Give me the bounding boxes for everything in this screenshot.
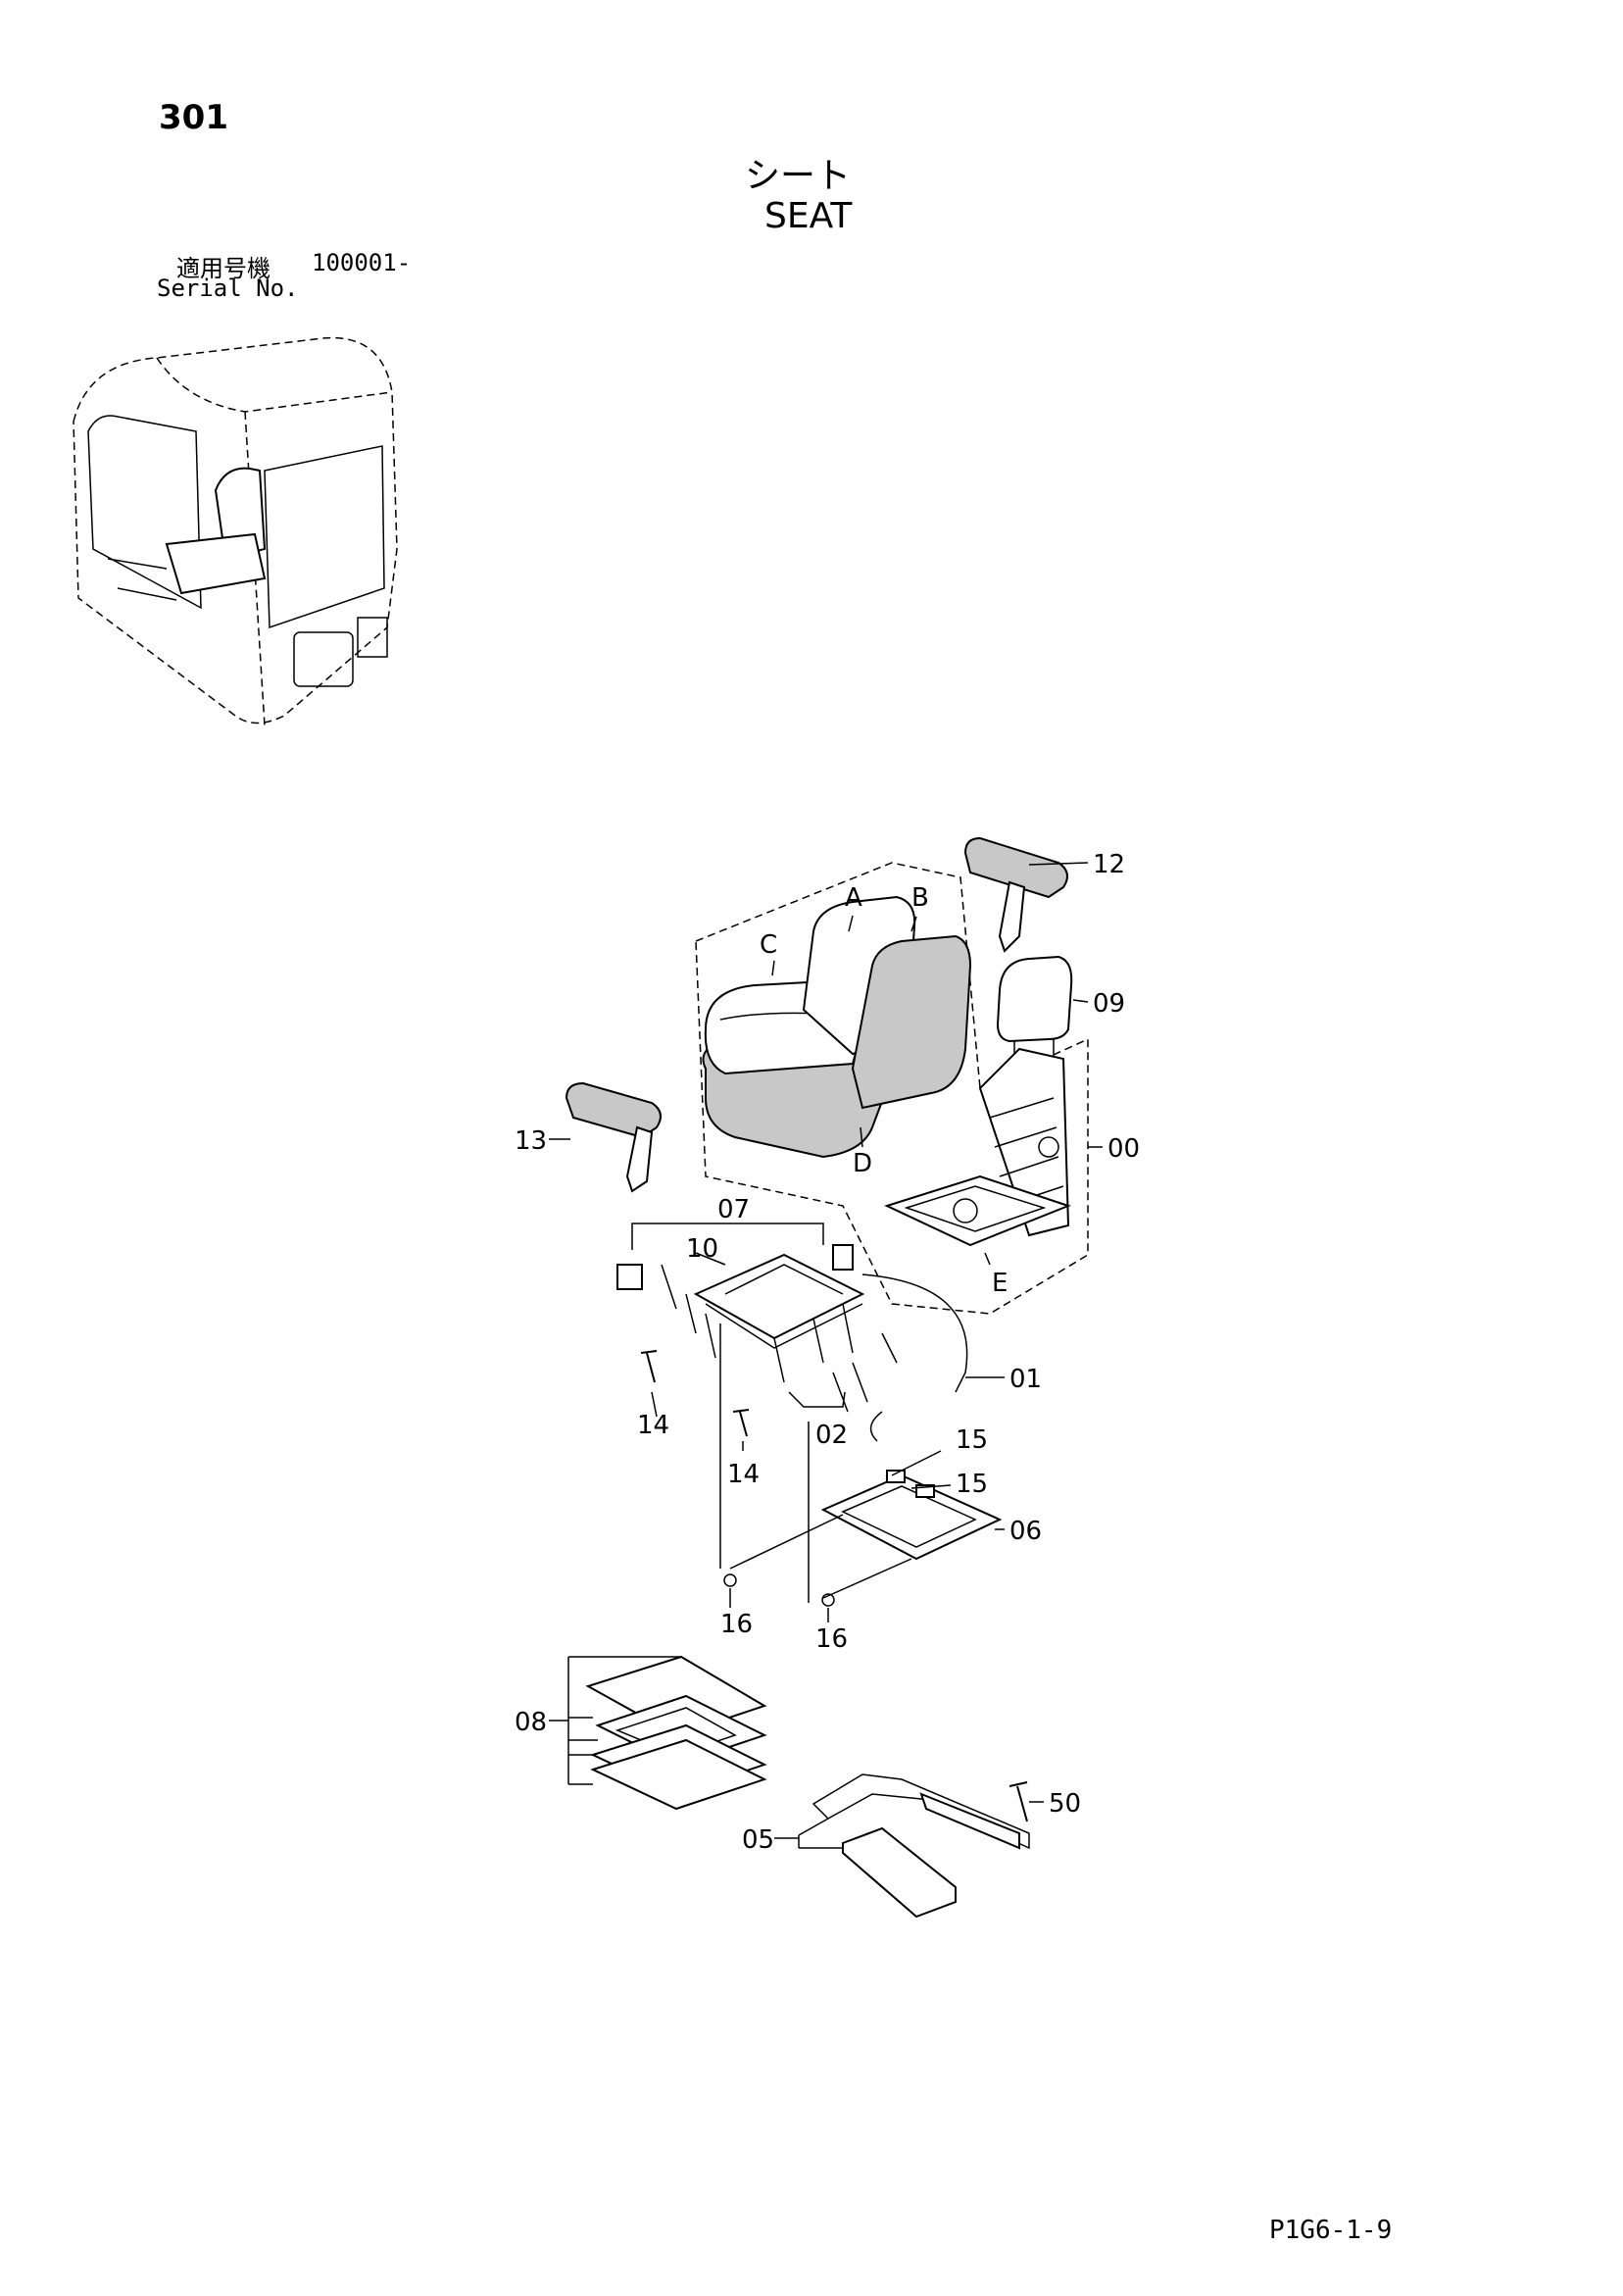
callout-00: 00 bbox=[1107, 1134, 1140, 1164]
seat-cushion-backrest bbox=[702, 895, 972, 1159]
cab-location-illustration bbox=[73, 336, 398, 726]
title-english: SEAT bbox=[764, 196, 853, 236]
suspension-mechanism bbox=[616, 1244, 968, 1442]
callout-B: B bbox=[911, 883, 929, 913]
callout-12: 12 bbox=[1093, 850, 1125, 879]
serial-label-japanese: 適用号機 bbox=[176, 255, 270, 282]
callout-14-b: 14 bbox=[727, 1460, 760, 1489]
callout-D: D bbox=[853, 1149, 872, 1178]
callout-14-a: 14 bbox=[637, 1411, 669, 1440]
serial-number-range: 100001- bbox=[312, 249, 412, 276]
footer-page-code: P1G6-1-9 bbox=[1269, 2216, 1393, 2245]
callout-E: E bbox=[992, 1269, 1008, 1298]
callout-C: C bbox=[760, 930, 777, 960]
callout-01: 01 bbox=[1009, 1365, 1042, 1394]
bolt-50 bbox=[1008, 1781, 1028, 1822]
bolt-14-a bbox=[640, 1350, 658, 1383]
bolt-14-b bbox=[732, 1409, 750, 1437]
mounting-kit bbox=[585, 1655, 767, 1811]
armrest-left bbox=[565, 1081, 662, 1193]
leader-lines bbox=[549, 862, 1103, 1849]
callout-16-a: 16 bbox=[720, 1610, 753, 1639]
callout-09: 09 bbox=[1093, 989, 1125, 1019]
callout-15-b: 15 bbox=[956, 1470, 988, 1499]
callout-15-a: 15 bbox=[956, 1425, 988, 1455]
callout-13: 13 bbox=[515, 1126, 547, 1156]
serial-label-english: Serial No. bbox=[157, 275, 299, 302]
seat-assembly-outline bbox=[695, 862, 1089, 1315]
callout-02: 02 bbox=[815, 1421, 848, 1450]
slide-rail-plate bbox=[820, 1470, 1003, 1561]
callout-16-b: 16 bbox=[815, 1624, 848, 1654]
callout-05: 05 bbox=[742, 1825, 774, 1855]
slide-lever bbox=[812, 1773, 1030, 1919]
callout-08: 08 bbox=[515, 1708, 547, 1737]
callout-50: 50 bbox=[1049, 1789, 1081, 1819]
callout-07: 07 bbox=[717, 1195, 750, 1224]
armrest-right bbox=[963, 836, 1068, 953]
callout-06: 06 bbox=[1009, 1517, 1042, 1546]
callout-10: 10 bbox=[686, 1234, 718, 1264]
page-number: 301 bbox=[159, 98, 228, 137]
headrest bbox=[996, 955, 1073, 1043]
washer-16-b bbox=[821, 1593, 835, 1607]
washer-16-a bbox=[723, 1573, 737, 1587]
callout-A: A bbox=[845, 883, 862, 913]
title-japanese: シート bbox=[745, 156, 852, 196]
seat-frame bbox=[884, 1047, 1071, 1247]
